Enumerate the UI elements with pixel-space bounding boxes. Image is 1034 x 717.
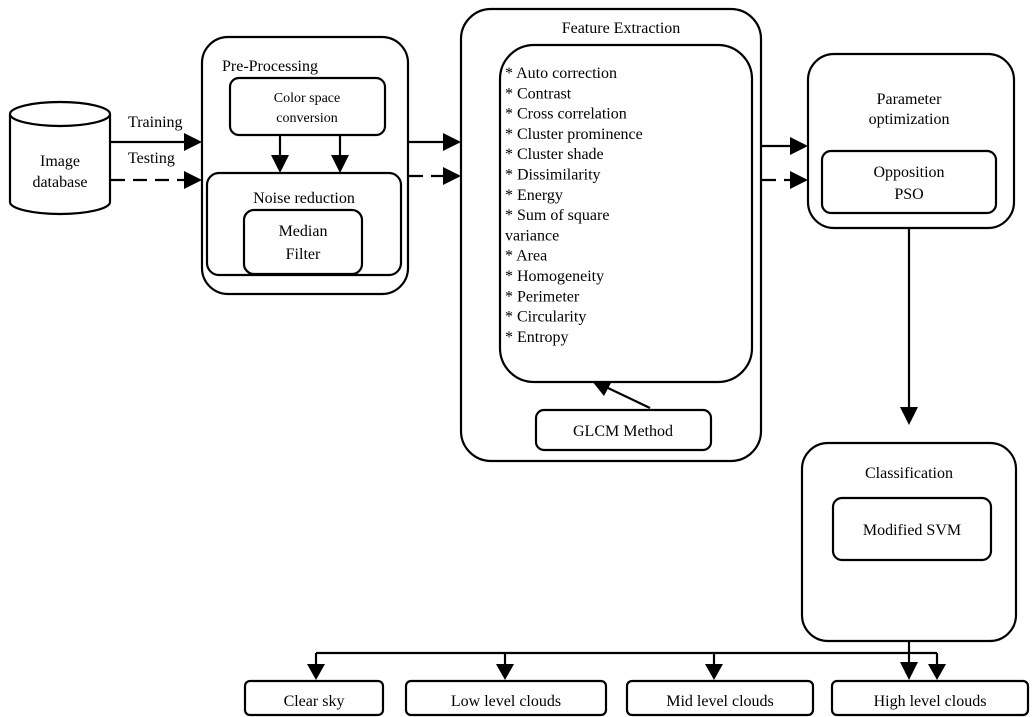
feature-list: * Auto correction * Contrast * Cross corre…: [505, 65, 643, 346]
training-label: Training: [128, 114, 183, 131]
feature-item: * Homogeneity: [505, 268, 604, 285]
output-class-high-level-clouds: High level clouds: [830, 679, 1030, 717]
output-low-level-clouds-label: Low level clouds: [451, 693, 561, 710]
noise-reduction-label: Noise reduction: [253, 190, 355, 207]
output-class-low-level-clouds: Low level clouds: [404, 679, 608, 717]
feature-extraction-block: Feature Extraction * Auto correction * Co…: [459, 7, 763, 463]
feature-item: * Dissimilarity: [505, 167, 601, 184]
feature-item: * Cluster shade: [505, 146, 604, 163]
median-filter-line2: Filter: [286, 246, 321, 263]
feature-item: variance: [505, 227, 559, 244]
glcm-method-label: GLCM Method: [573, 423, 673, 440]
median-filter-box: [242, 208, 364, 276]
glcm-method-box: [534, 408, 713, 452]
preprocessing-block: Pre-Processing Color space conversion No…: [200, 35, 410, 296]
output-high-level-clouds-label: High level clouds: [874, 693, 987, 710]
output-distribution-bus: [307, 642, 946, 680]
parameter-optimization-title-line2: optimization: [869, 111, 950, 128]
output-class-mid-level-clouds: Mid level clouds: [625, 679, 815, 717]
database-label-line2: database: [32, 174, 87, 191]
feature-item: * Area: [505, 248, 547, 265]
output-class-clear-sky: Clear sky: [243, 679, 385, 717]
preprocessing-title: Pre-Processing: [222, 58, 318, 75]
image-database-cylinder: Image database: [8, 100, 112, 216]
features-to-optimization-arrows: [762, 137, 808, 189]
feature-item: * Perimeter: [505, 288, 580, 305]
opposition-pso-line1: Opposition: [873, 164, 944, 181]
feature-item: * Energy: [505, 187, 563, 204]
feature-item: * Cross correlation: [505, 106, 627, 123]
opposition-pso-line2: PSO: [894, 186, 923, 203]
feature-list-box: [498, 43, 754, 384]
output-mid-level-clouds-label: Mid level clouds: [666, 693, 774, 710]
parameter-optimization-title-line1: Parameter: [877, 91, 943, 108]
color-space-conversion-box: [228, 76, 387, 137]
feature-item: * Auto correction: [505, 65, 617, 82]
color-space-line2: conversion: [276, 111, 337, 126]
feature-item: * Sum of square: [505, 207, 609, 224]
parameter-optimization-block: Parameter optimization Opposition PSO: [806, 52, 1016, 230]
feature-item: * Entropy: [505, 329, 569, 346]
database-label-line1: Image: [40, 153, 80, 170]
classification-block: Classification Modified SVM: [800, 441, 1018, 643]
feature-item: * Circularity: [505, 309, 586, 326]
training-edge: Training: [111, 114, 202, 151]
median-filter-line1: Median: [279, 223, 328, 240]
optimization-to-classification-arrow: [900, 229, 918, 425]
testing-label: Testing: [128, 150, 175, 167]
testing-edge: Testing: [111, 150, 202, 189]
feature-extraction-title: Feature Extraction: [562, 20, 681, 37]
output-clear-sky-label: Clear sky: [284, 693, 345, 710]
preprocessing-to-features-arrows: [409, 133, 461, 185]
feature-item: * Cluster prominence: [505, 126, 643, 143]
modified-svm-box: [831, 496, 993, 562]
classification-title: Classification: [865, 465, 953, 482]
feature-item: * Contrast: [505, 85, 572, 102]
opposition-pso-box: [820, 149, 998, 215]
color-space-line1: Color space: [274, 91, 340, 106]
modified-svm-label: Modified SVM: [863, 522, 961, 539]
